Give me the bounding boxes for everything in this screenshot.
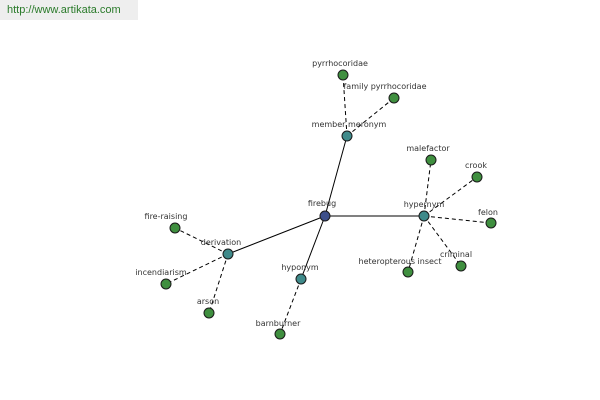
- edge-hyponym-barnburner: [279, 278, 302, 335]
- leaf-node-felon[interactable]: [485, 217, 497, 229]
- edge-firebug-derivation: [227, 215, 326, 255]
- leaf-node-malefactor[interactable]: [425, 154, 437, 166]
- edge-derivation-incendiarism: [165, 253, 229, 285]
- graph-edges: [165, 74, 492, 335]
- node-label-crook: crook: [465, 161, 487, 170]
- leaf-node-criminal[interactable]: [455, 260, 467, 272]
- edge-firebug-hyponym: [300, 215, 326, 280]
- relation-node-hyponym[interactable]: [295, 273, 307, 285]
- node-label-incendiarism: incendiarism: [135, 268, 187, 277]
- edge-hypernym-malefactor: [423, 159, 432, 217]
- node-label-arson: arson: [197, 297, 219, 306]
- edge-derivation-arson: [208, 253, 229, 314]
- node-label-fire-raising: fire-raising: [145, 212, 188, 221]
- watermark-url: http://www.artikata.com: [0, 0, 138, 20]
- node-label-felon: felon: [478, 208, 498, 217]
- node-label-derivation: derivation: [201, 238, 241, 247]
- node-label-criminal: criminal: [440, 250, 472, 259]
- edge-derivation-fire-raising: [174, 227, 229, 255]
- center-node-firebug[interactable]: [319, 210, 331, 222]
- leaf-node-heteropterous-insect[interactable]: [402, 266, 414, 278]
- relation-node-derivation[interactable]: [222, 248, 234, 260]
- leaf-node-family-pyrrhocoridae[interactable]: [388, 92, 400, 104]
- relation-node-hypernym[interactable]: [418, 210, 430, 222]
- leaf-node-crook[interactable]: [471, 171, 483, 183]
- node-label-pyrrhocoridae: pyrrhocoridae: [312, 59, 368, 68]
- leaf-node-pyrrhocoridae[interactable]: [337, 69, 349, 81]
- edge-hypernym-felon: [423, 215, 492, 224]
- edge-member-meronym-family-pyrrhocoridae: [346, 97, 395, 137]
- node-label-malefactor: malefactor: [406, 144, 450, 153]
- node-label-heteropterous-insect: heteropterous insect: [359, 257, 442, 266]
- relation-node-member-meronym[interactable]: [341, 130, 353, 142]
- leaf-node-incendiarism[interactable]: [160, 278, 172, 290]
- graph-labels: firebug member meronym hypernym derivation h…: [135, 59, 498, 328]
- leaf-node-barnburner[interactable]: [274, 328, 286, 340]
- edge-hypernym-criminal: [423, 215, 462, 267]
- edge-firebug-member-meronym: [324, 135, 348, 217]
- edge-member-meronym-pyrrhocoridae: [342, 74, 348, 137]
- node-label-member-meronym: member meronym: [312, 120, 387, 129]
- node-label-family-pyrrhocoridae: family pyrrhocoridae: [343, 82, 426, 91]
- leaf-node-fire-raising[interactable]: [169, 222, 181, 234]
- node-label-firebug: firebug: [308, 199, 336, 208]
- node-label-barnburner: barnburner: [256, 319, 301, 328]
- node-label-hypernym: hypernym: [404, 200, 445, 209]
- edge-hypernym-crook: [423, 176, 478, 217]
- edge-hypernym-heteropterous-insect: [407, 215, 425, 273]
- node-label-hyponym: hyponym: [281, 263, 319, 272]
- leaf-node-arson[interactable]: [203, 307, 215, 319]
- graph-nodes: [160, 69, 497, 340]
